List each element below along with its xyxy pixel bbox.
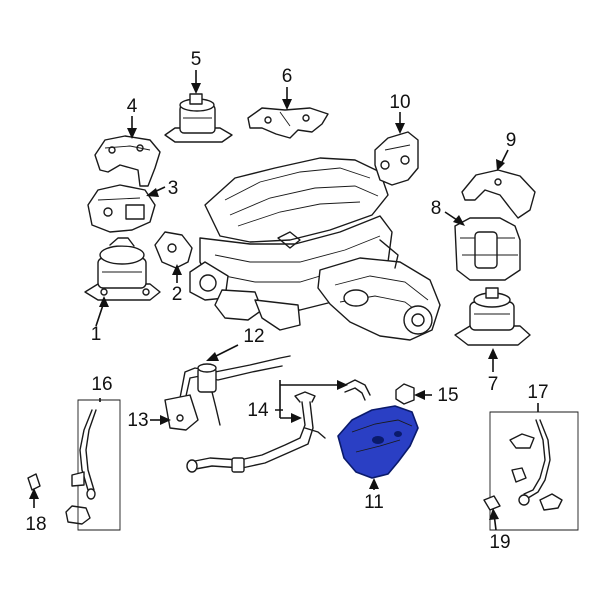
part-9-bracket	[461, 169, 536, 219]
part-1-engine-mount	[84, 237, 161, 301]
callout-2: 2	[172, 284, 183, 305]
leader-lines	[29, 70, 539, 531]
part-2-bracket	[154, 231, 193, 269]
part-7-engine-mount	[454, 287, 531, 346]
callout-16: 16	[91, 374, 112, 395]
part-12-13-valve-assembly	[164, 355, 291, 431]
callout-3: 3	[168, 178, 179, 199]
part-5-cylindrical-mount	[164, 93, 233, 143]
callout-15: 15	[437, 385, 458, 406]
callout-12: 12	[243, 326, 264, 347]
callout-4: 4	[127, 96, 138, 117]
callout-8: 8	[431, 198, 442, 219]
callout-14: 14	[247, 400, 269, 421]
callout-1: 1	[91, 324, 102, 345]
inset-box-16-18	[27, 399, 121, 531]
part-14-hoses	[186, 379, 371, 473]
callout-17: 17	[527, 382, 548, 403]
callout-13: 13	[127, 410, 148, 431]
callout-labels: 1 2 3 4 5 6 7 8 9 10 11 12 13 14 15 16 1…	[25, 49, 548, 553]
callout-19: 19	[489, 532, 510, 553]
callout-11: 11	[364, 492, 384, 513]
callout-9: 9	[506, 130, 517, 151]
part-10-bracket	[374, 131, 419, 186]
part-3-mount	[87, 184, 156, 233]
callout-7: 7	[488, 374, 499, 395]
engine-transmission-assembly	[189, 157, 441, 341]
callout-6: 6	[282, 66, 293, 87]
callout-10: 10	[389, 92, 410, 113]
inset-box-17-19	[483, 411, 579, 531]
part-8-mount	[454, 217, 521, 281]
part-6-bracket	[247, 107, 329, 139]
part-11-highlighted-mount	[337, 405, 419, 479]
callout-18: 18	[25, 514, 46, 535]
part-4-mount-bracket	[94, 135, 161, 187]
callout-5: 5	[191, 49, 202, 70]
part-15-fitting	[395, 383, 415, 405]
